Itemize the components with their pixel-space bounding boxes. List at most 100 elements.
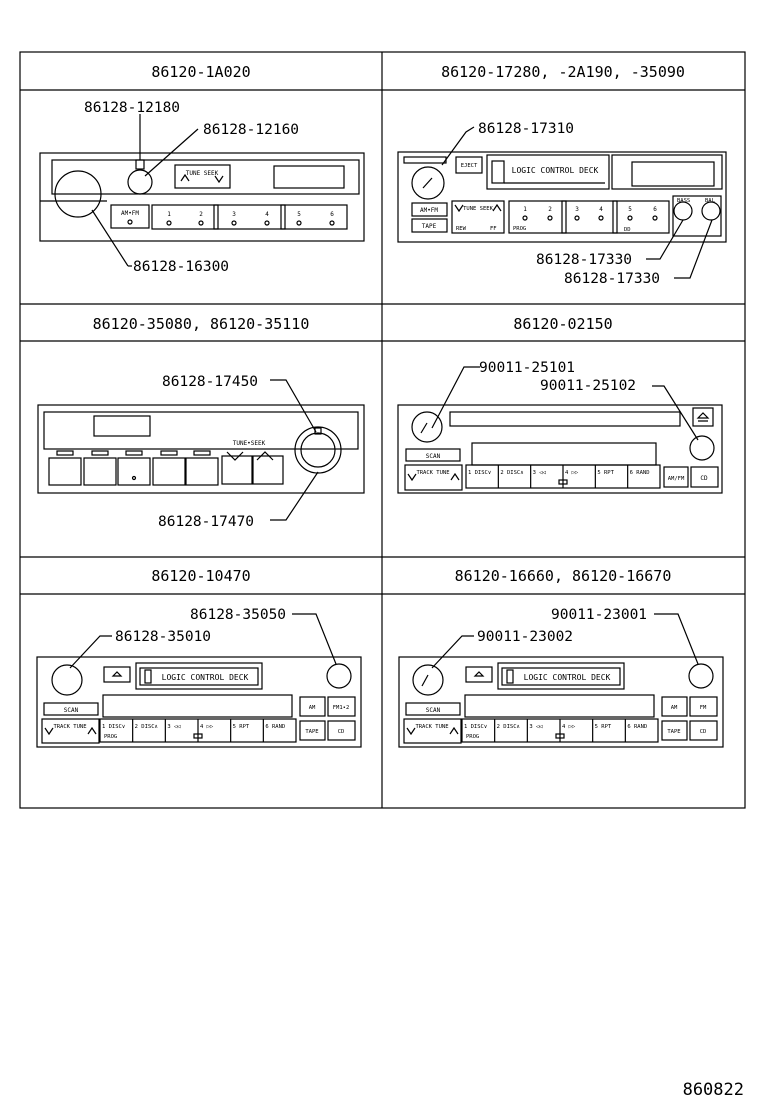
disc-key-3: 3 ◁◁ [533,470,547,476]
display-window [631,161,715,187]
preset-3-label: 3 [575,206,579,213]
svg-text:SCAN: SCAN [64,707,79,714]
cd-button [689,720,718,741]
drawing-id: 860822 [682,1080,744,1100]
key-link [555,733,565,739]
prog-label: PROG [466,734,479,740]
part-86128-17470: 86128-17470 [158,514,254,530]
power-volume-knob [412,664,444,696]
am-fm-button [663,466,689,488]
disc-key-1: 1 DISC∨ [464,724,487,730]
preset-key [48,457,82,486]
svg-text:LOGIC CONTROL DECK: LOGIC CONTROL DECK [512,166,599,175]
svg-text:TUNE SEEK: TUNE SEEK [463,206,493,212]
svg-text:SCAN: SCAN [426,453,441,460]
bass-knob [673,201,693,221]
radio-unit-3: TUNE•SEEK [37,404,365,494]
svg-text:DD: DD [624,227,631,233]
svg-text:AM: AM [309,705,316,711]
cassette-door [497,662,625,690]
cd-unit-4: SCAN TRACK TUNE 1 DISC∨2 DISC∧3 ◁◁4 ▷▷5 … [397,404,723,494]
preset-4-label: 4 [599,206,603,213]
scan-button [43,702,99,716]
preset-4-indicator [264,220,270,226]
balance-knob [701,201,721,221]
callouts-4: 90011-25101 90011-25102 [431,360,699,441]
svg-text:SCAN: SCAN [426,707,441,714]
scan-button [405,448,461,462]
part-86128-35050: 86128-35050 [190,607,286,623]
part-90011-25102: 90011-25102 [540,378,636,394]
svg-text:TUNE SEEK: TUNE SEEK [186,170,219,177]
svg-text:TUNE•SEEK: TUNE•SEEK [233,440,266,447]
preset-key [83,457,117,486]
tune-up-button [252,455,284,485]
power-volume-knob [411,411,443,443]
svg-text:TAPE: TAPE [305,729,318,735]
tone-knob [688,663,714,689]
svg-text:TAPE: TAPE [667,729,680,735]
track-tune-button [41,718,100,744]
eject-button [455,156,483,174]
part-90011-25101: 90011-25101 [479,360,575,376]
svg-text:AM: AM [671,705,678,711]
track-tune-button [404,464,463,491]
disc-key-3: 3 ◁◁ [529,724,543,730]
svg-text:LOGIC CONTROL DECK: LOGIC CONTROL DECK [162,673,249,682]
svg-text:CD: CD [338,729,345,735]
svg-text:REW: REW [456,226,467,232]
scan-button [405,702,461,716]
track-tune-button [403,718,462,744]
fm-button [689,696,718,717]
part-86128-16300: 86128-16300 [133,259,229,275]
preset-dot [131,475,137,481]
preset-led [91,450,109,456]
cd-button [327,720,356,741]
callouts-5: 86128-35050 86128-35010 [69,607,337,669]
eject-button [692,407,714,427]
cassette-door [135,662,263,690]
preset-6-indicator [329,220,335,226]
preset-2-indicator [198,220,204,226]
preset-6-label: 6 [330,211,334,218]
callouts-3: 86128-17450 86128-17470 [158,374,319,530]
svg-text:FF: FF [490,226,497,232]
disc-key-2: 2 DISC∧ [500,470,523,476]
preset-1-label: 1 [523,206,527,213]
svg-text:CD: CD [700,729,707,735]
tape-button [661,720,688,741]
preset-6-label: 6 [653,206,657,213]
disc-key-5: 5 RPT [233,724,250,730]
part-90011-23002: 90011-23002 [477,629,573,645]
tone-knob [689,435,715,461]
radio-unit-5: SCAN TRACK TUNE LOGIC CONTROL DECK 1 DIS… [36,656,362,748]
preset-key [117,457,151,486]
cell-1-model: 86120-1A020 [151,63,250,81]
disc-key-5: 5 RPT [597,470,614,476]
part-90011-23001: 90011-23001 [551,607,647,623]
part-86128-17330-b: 86128-17330 [564,271,660,287]
cell-3-model: 86120-35080, 86120-35110 [93,315,310,333]
preset-1-indicator [522,215,528,221]
preset-2-label: 2 [548,206,552,213]
svg-text:TRACK TUNE: TRACK TUNE [416,470,449,476]
preset-3-label: 3 [232,211,236,218]
preset-5-label: 5 [628,206,632,213]
cd-button [690,466,719,488]
svg-text:LOGIC CONTROL DECK: LOGIC CONTROL DECK [524,673,611,682]
preset-6-indicator [652,215,658,221]
disc-key-6: 6 RAND [265,724,285,730]
am-button [299,696,326,717]
disc-key-1: 1 DISC∨ [468,470,491,476]
svg-text:AM•FM: AM•FM [121,210,139,217]
am-fm-button [110,204,150,229]
disc-key-6: 6 RAND [630,470,650,476]
radio-unit-6: SCAN TRACK TUNE LOGIC CONTROL DECK 1 DIS… [398,656,724,748]
tune-seek-button [174,164,231,189]
tune-seek-rew-ff [451,200,505,234]
svg-text:BASS: BASS [677,198,690,204]
preset-1-indicator [166,220,172,226]
power-knob [127,169,153,195]
key-link [558,479,568,485]
